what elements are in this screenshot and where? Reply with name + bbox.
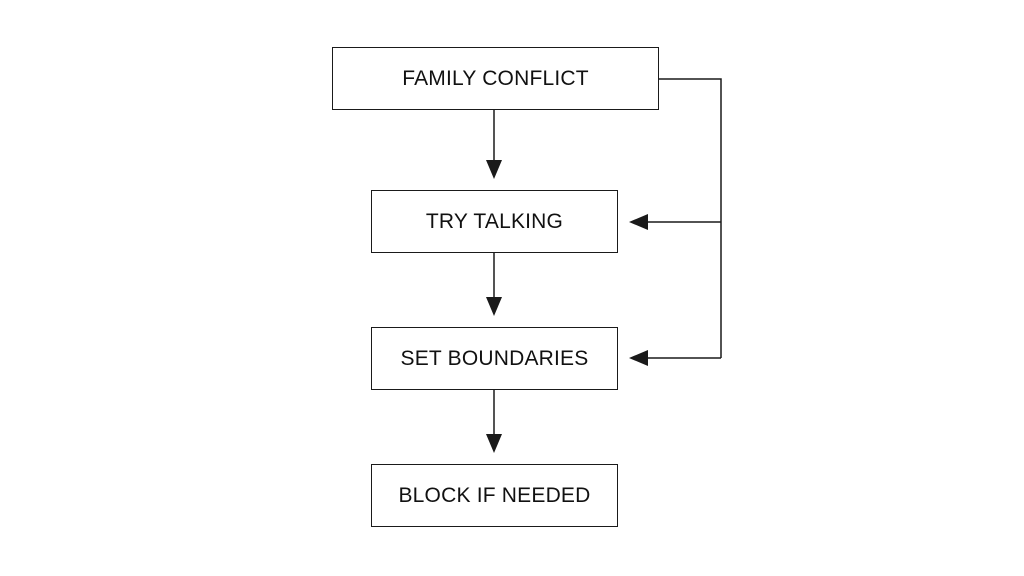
node-label: SET BOUNDARIES xyxy=(400,346,589,370)
node-label: BLOCK IF NEEDED xyxy=(398,483,591,507)
node-block-if-needed: BLOCK IF NEEDED xyxy=(371,464,618,527)
side-connector-line xyxy=(659,78,722,358)
node-label: FAMILY CONFLICT xyxy=(402,66,589,90)
down-arrow-talking-to-boundaries xyxy=(486,253,502,316)
node-family-conflict: FAMILY CONFLICT xyxy=(332,47,659,110)
down-arrow-boundaries-to-block xyxy=(486,390,502,453)
node-set-boundaries: SET BOUNDARIES xyxy=(371,327,618,390)
node-label: TRY TALKING xyxy=(425,209,564,233)
side-arrow-to-boundaries xyxy=(629,350,721,366)
down-arrow-family-to-talking xyxy=(486,110,502,179)
node-try-talking: TRY TALKING xyxy=(371,190,618,253)
side-arrow-to-talking xyxy=(629,214,721,230)
